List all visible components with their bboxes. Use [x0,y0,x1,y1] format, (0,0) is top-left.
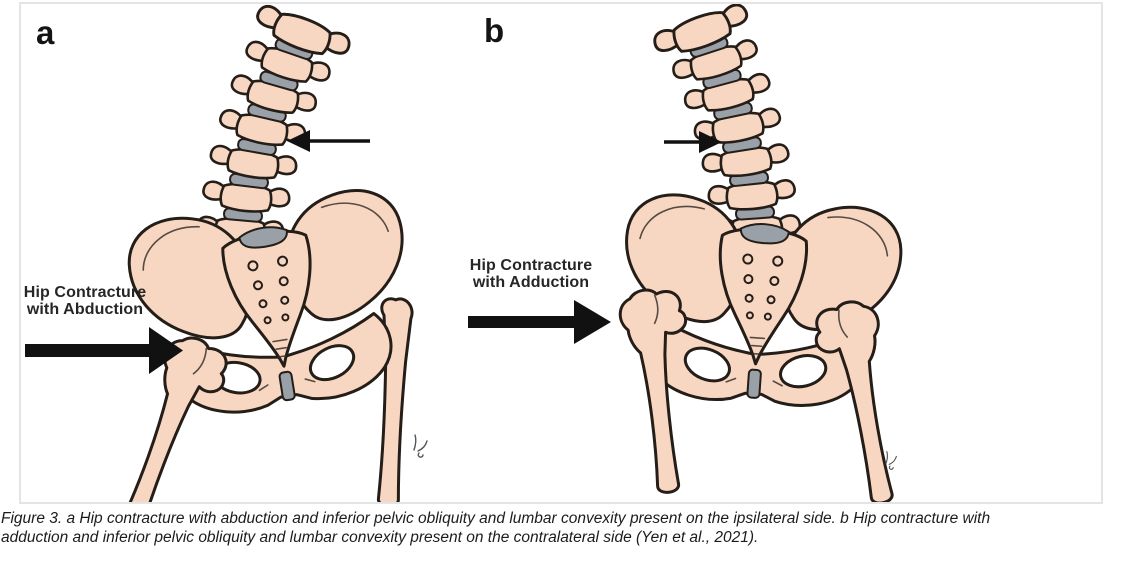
contracture-direction-arrow-b [468,300,611,344]
label-line-1: Hip Contracture [469,257,593,274]
lumbar-convexity-arrow-b [664,131,722,153]
figure-caption: Figure 3. a Hip contracture with abducti… [1,509,1124,547]
label-line-2: with Abduction [26,301,144,318]
label-hip-contracture-adduction: Hip Contracture with Adduction [456,257,606,291]
skeleton-a [100,4,428,502]
label-line-1: Hip Contracture [23,284,147,301]
caption-line-1: Figure 3. a Hip contracture with abducti… [1,510,991,527]
caption-line-2: adduction and inferior pelvic obliquity … [1,529,759,546]
label-line-2: with Adduction [472,274,590,291]
artist-signature-a [413,434,428,458]
lumbar-convexity-arrow-a [287,130,370,152]
panel-letter-b: b [484,12,505,49]
panel-letter-a: a [36,14,55,51]
skeleton-b [614,4,914,502]
contracture-direction-arrow-a [25,327,183,374]
figure-border [19,2,1103,504]
label-hip-contracture-abduction: Hip Contracture with Abduction [10,284,160,318]
artist-signature-b [885,451,897,470]
